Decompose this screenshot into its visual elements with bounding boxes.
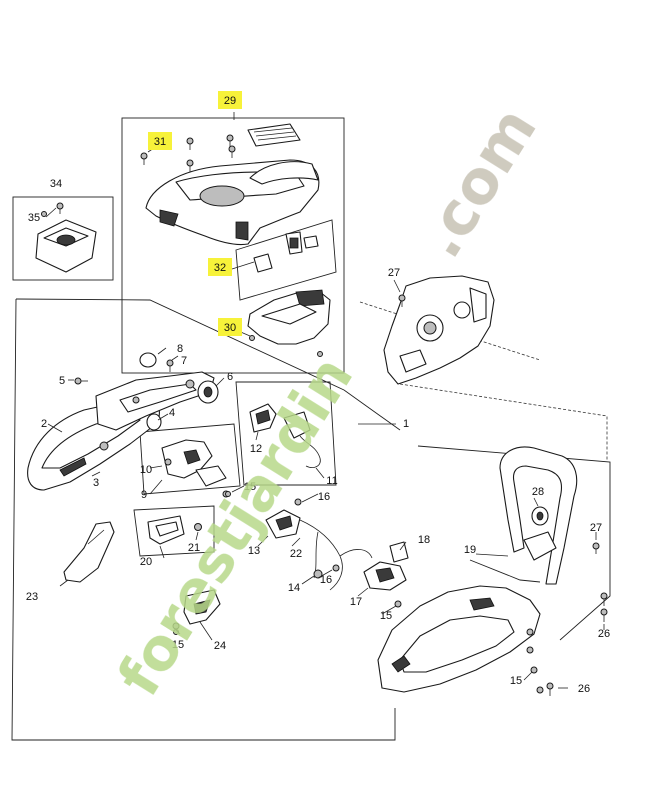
- callout-7: 7: [181, 355, 187, 367]
- callout-35: 35: [28, 212, 40, 224]
- callout-30: 30: [224, 322, 236, 334]
- housing-outline-left: [11, 298, 396, 741]
- dashed-guide-1: [399, 383, 608, 460]
- callout-21: 21: [188, 542, 200, 554]
- callout-34: 34: [50, 178, 62, 190]
- callout-9: 9: [141, 489, 147, 501]
- wiring-harness-part: [222, 490, 373, 591]
- callout-15a: 15: [244, 481, 256, 493]
- callout-26b: 26: [578, 683, 590, 695]
- shroud-kit-box: [121, 117, 345, 374]
- callout-15c: 15: [172, 639, 184, 651]
- callout-27a: 27: [388, 267, 400, 279]
- housing-outline-top: [15, 298, 401, 431]
- callout-32: 32: [214, 262, 226, 274]
- rear-handle-housing-part: [377, 585, 541, 693]
- buffer-6-part: [197, 380, 219, 404]
- callout-16b: 16: [320, 574, 332, 586]
- screw-5-part: [74, 377, 88, 385]
- callout-labels: 29 31 32 30 34 35 27 1 8 7 5 6 4 2 3 12 …: [26, 95, 610, 695]
- callout-6: 6: [227, 371, 233, 383]
- switch-11-part: [283, 411, 321, 468]
- callout-1: 1: [403, 418, 409, 430]
- bracket-17-part: [363, 561, 407, 591]
- callout-27b: 27: [590, 522, 602, 534]
- handlebar-19-part: [499, 446, 578, 585]
- callout-3: 3: [93, 477, 99, 489]
- buffer-4-part: [146, 413, 162, 431]
- screw-21-part: [194, 523, 202, 531]
- callout-23: 23: [26, 591, 38, 603]
- callout-8: 8: [177, 343, 183, 355]
- screw-31-parts: [140, 134, 236, 172]
- callout-20: 20: [140, 556, 152, 568]
- air-box-30-part: [247, 289, 331, 357]
- callout-16a: 16: [318, 491, 330, 503]
- switch-12-part: [249, 403, 277, 433]
- callout-13: 13: [248, 545, 260, 557]
- sub-kit-12-box: [235, 381, 337, 486]
- watermark-suffix: .com: [405, 95, 550, 270]
- callout-5: 5: [59, 375, 65, 387]
- sub-kit-10-box: [139, 423, 241, 495]
- sub-kit-32-box: [235, 219, 337, 301]
- callout-24: 24: [214, 640, 226, 652]
- buffer-8-part: [139, 352, 174, 372]
- watermark-brand-left: forest: [104, 506, 265, 708]
- top-shroud-part: [145, 159, 320, 246]
- bracket-20-part: [147, 515, 185, 545]
- dashed-guide-2: [359, 301, 541, 361]
- buffer-28-part: [531, 506, 549, 526]
- callout-19: 19: [464, 544, 476, 556]
- cover-24-part: [172, 589, 221, 630]
- callout-12: 12: [250, 443, 262, 455]
- handle-frame-part: [95, 371, 215, 431]
- filter-kit-box: [12, 196, 114, 281]
- sub-kit-20-box: [133, 505, 215, 557]
- callout-26a: 26: [598, 628, 610, 640]
- air-filter-part: [35, 202, 97, 273]
- callout-14: 14: [288, 582, 300, 594]
- crankcase-part: [383, 275, 495, 385]
- callout-15d: 15: [510, 675, 522, 687]
- throttle-trigger-part: [161, 439, 227, 487]
- callout-28: 28: [532, 486, 544, 498]
- buffer-18-part: [389, 541, 409, 563]
- highlight-marks: [148, 91, 242, 336]
- callout-18: 18: [418, 534, 430, 546]
- callout-31: 31: [154, 136, 166, 148]
- callout-15b: 15: [380, 610, 392, 622]
- bracket-32-parts: [253, 231, 319, 273]
- callout-11: 11: [326, 475, 337, 487]
- callout-2: 2: [41, 418, 47, 430]
- callout-4: 4: [169, 407, 175, 419]
- handle-box-edge: [469, 559, 541, 583]
- label-plate-part: [247, 123, 301, 147]
- callout-17: 17: [350, 596, 362, 608]
- hand-guard-23-part: [63, 521, 115, 583]
- callout-10: 10: [140, 464, 152, 476]
- screws-15-26-27-parts: [173, 491, 608, 696]
- callout-29: 29: [224, 95, 236, 107]
- callout-22: 22: [290, 548, 302, 560]
